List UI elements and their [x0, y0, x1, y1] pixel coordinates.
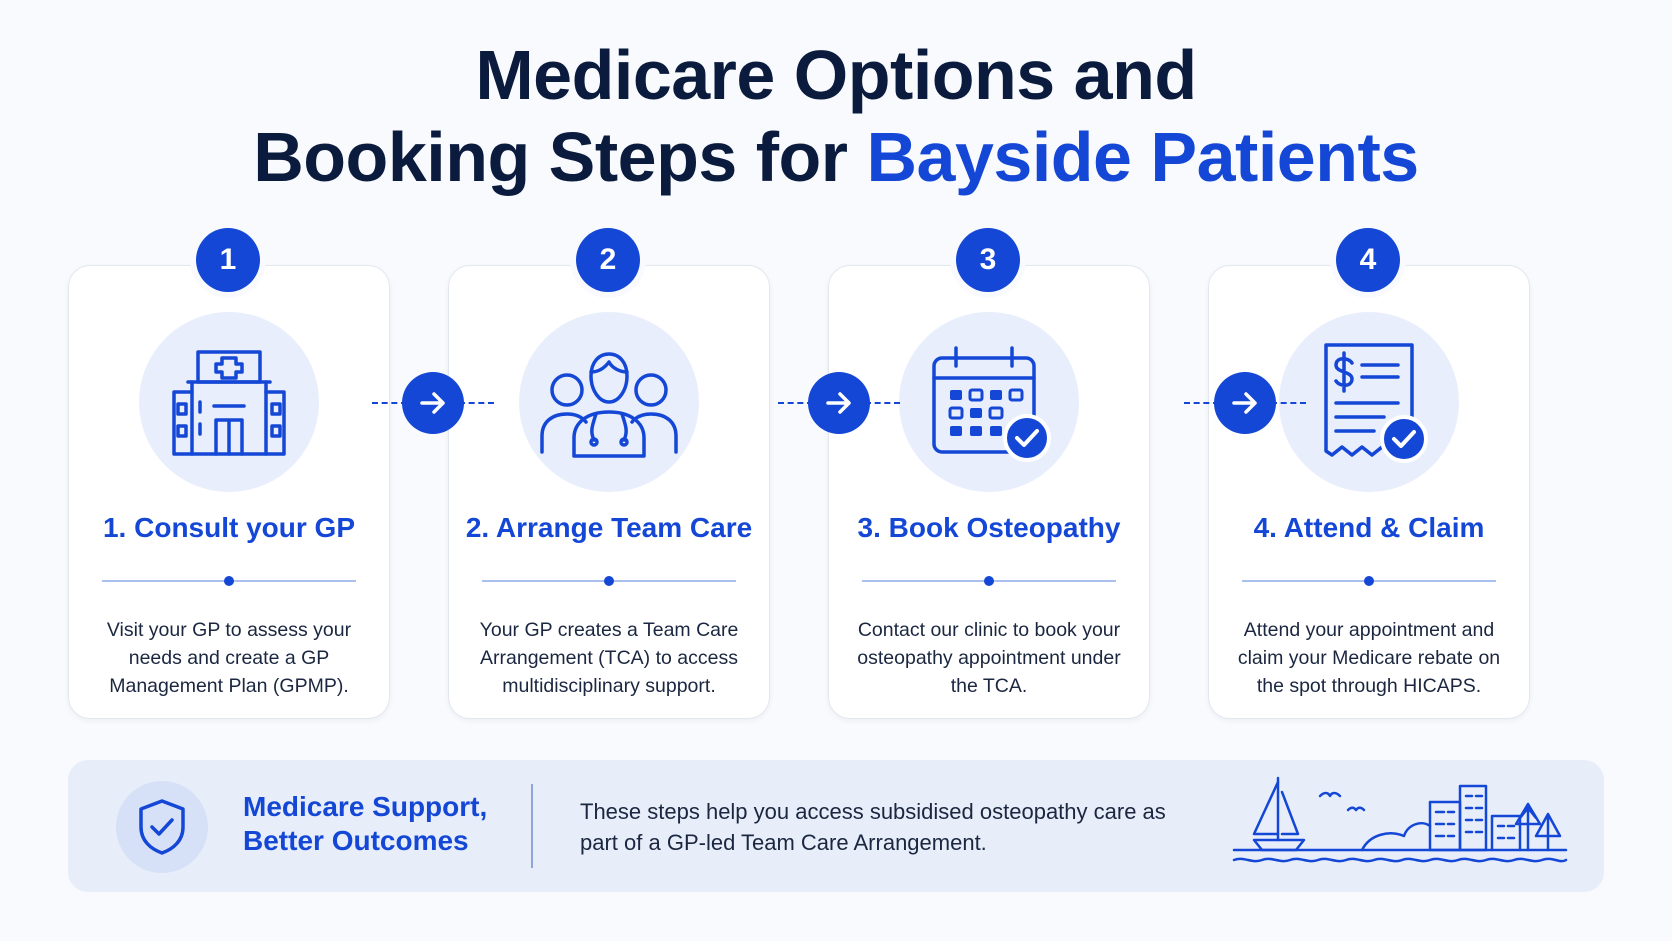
footer-banner: Medicare Support, Better Outcomes These … — [68, 760, 1604, 892]
step-number-badge: 3 — [956, 228, 1020, 292]
bayside-skyline-icon — [1230, 774, 1570, 884]
footer-text: These steps help you access subsidised o… — [580, 799, 1166, 855]
arrow-right-icon — [402, 372, 464, 434]
shield-check-icon — [116, 781, 208, 873]
step-card-3: 3. Book Osteopathy Contact our clinic to… — [828, 265, 1150, 719]
step-title: 4. Attend & Claim — [1253, 512, 1485, 543]
step-card-1: 1. Consult your GP Visit your GP to asse… — [68, 265, 390, 719]
title-line-1: Medicare Options and — [475, 36, 1197, 114]
step-description: Visit your GP to assess your needs and c… — [106, 619, 352, 697]
step-connector — [372, 372, 494, 434]
title-highlight: Bayside Patients — [866, 118, 1420, 196]
arrow-right-icon — [808, 372, 870, 434]
care-team-icon — [519, 312, 699, 492]
hospital-icon — [139, 312, 319, 492]
step-title: 2. Arrange Team Care — [465, 512, 753, 543]
step-card-4: 4. Attend & Claim Attend your appointmen… — [1208, 265, 1530, 719]
step-description: Your GP creates a Team Care Arrangement … — [479, 619, 739, 697]
step-title: 1. Consult your GP — [102, 512, 356, 543]
arrow-right-icon — [1214, 372, 1276, 434]
receipt-check-icon — [1279, 312, 1459, 492]
divider — [1242, 576, 1496, 586]
step-number-badge: 4 — [1336, 228, 1400, 292]
step-connector — [778, 372, 900, 434]
divider — [862, 576, 1116, 586]
title-line-2-prefix: Booking Steps for — [253, 118, 867, 196]
step-description: Attend your appointment and claim your M… — [1237, 619, 1501, 697]
step-number-badge: 2 — [576, 228, 640, 292]
calendar-check-icon — [899, 312, 1079, 492]
step-title: 3. Book Osteopathy — [857, 512, 1121, 543]
title-line-2: Booking Steps for Bayside Patients — [0, 116, 1672, 198]
step-card-2: 2. Arrange Team Care Your GP creates a T… — [448, 265, 770, 719]
page-title: Medicare Options and Booking Steps for B… — [0, 34, 1672, 198]
step-number-badge: 1 — [196, 228, 260, 292]
step-connector — [1184, 372, 1306, 434]
step-description: Contact our clinic to book your osteopat… — [857, 619, 1121, 697]
divider — [102, 576, 356, 586]
footer-divider — [531, 784, 533, 868]
divider — [482, 576, 736, 586]
footer-title: Medicare Support, Better Outcomes — [243, 791, 488, 856]
